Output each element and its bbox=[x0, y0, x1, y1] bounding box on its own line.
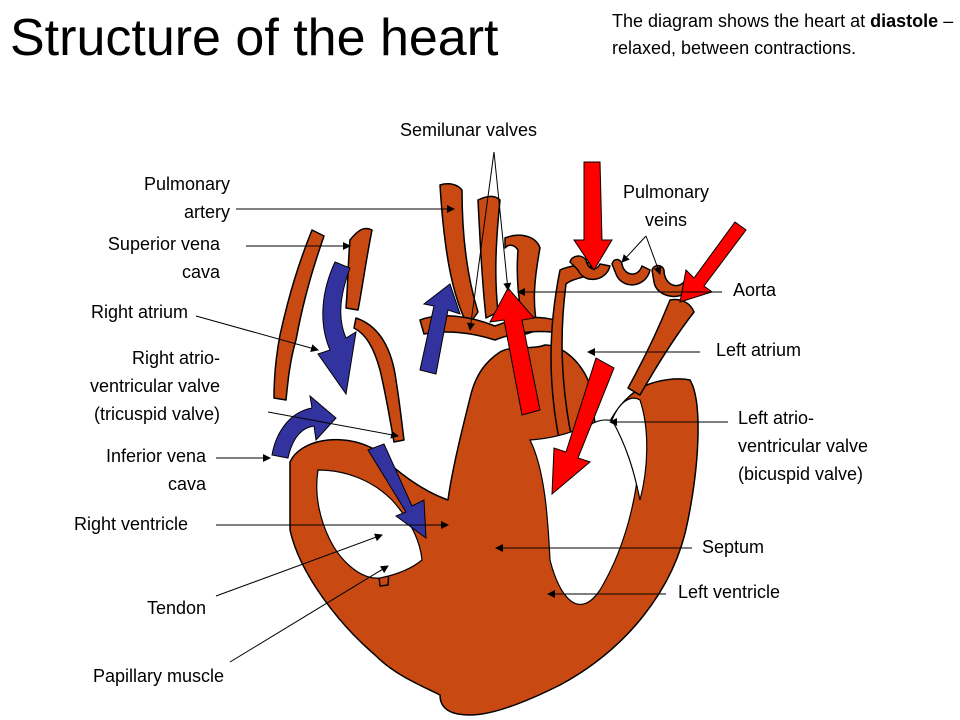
label-left-ventricle: Left ventricle bbox=[678, 582, 781, 602]
leader-lines bbox=[195, 151, 728, 663]
label-left-av-valve-line-2: ventricular valve bbox=[738, 436, 869, 456]
red-arrow-pulmonary-vein-left bbox=[573, 161, 613, 271]
diastole-note: The diagram shows the heart at diastole … bbox=[612, 8, 957, 62]
red-arrow-pulmonary-vein-right bbox=[679, 221, 747, 303]
label-inferior-vena-cava: Inferior vena cava bbox=[56, 442, 206, 498]
label-semilunar-valves: Semilunar valves bbox=[400, 120, 538, 140]
leader-right-av-valve bbox=[267, 411, 399, 439]
leader-tendon bbox=[215, 533, 383, 597]
label-inferior-vena-cava-line-1: Inferior vena bbox=[105, 446, 206, 466]
label-septum: Septum bbox=[702, 537, 765, 557]
label-aorta: Aorta bbox=[733, 280, 777, 300]
blue-arrow-right-ventricle bbox=[367, 443, 427, 540]
label-left-av-valve-line-3: (bicuspid valve) bbox=[738, 464, 864, 484]
label-left-av-valve: Left atrio- ventricular valve (bicuspid … bbox=[738, 404, 868, 488]
blue-arrow-pulmonary-outflow bbox=[419, 283, 461, 375]
label-right-atrium: Right atrium bbox=[90, 302, 188, 322]
pulmonary-vein-2 bbox=[611, 258, 651, 286]
label-pulmonary-veins-line-1: Pulmonary bbox=[622, 182, 710, 202]
pulmonary-vein-3 bbox=[651, 264, 691, 298]
vena-cava-wall bbox=[273, 229, 325, 401]
label-pulmonary-artery: Pulmonary artery bbox=[96, 170, 230, 226]
note-term: diastole bbox=[870, 11, 939, 31]
right-ventricle-cavity bbox=[316, 469, 423, 579]
leader-right-atrium bbox=[195, 315, 319, 352]
label-left-atrium: Left atrium bbox=[716, 340, 802, 360]
leader-semilunar-b bbox=[493, 151, 512, 291]
label-papillary-muscle: Papillary muscle bbox=[92, 666, 224, 686]
label-inferior-vena-cava-line-2: cava bbox=[167, 474, 206, 494]
label-right-av-valve-line-3: (tricuspid valve) bbox=[93, 404, 220, 424]
label-pulmonary-veins: Pulmonary veins bbox=[600, 178, 732, 234]
page-title: Structure of the heart bbox=[10, 9, 499, 67]
label-right-ventricle: Right ventricle bbox=[73, 514, 188, 534]
left-atrium-outer-wall bbox=[627, 298, 695, 396]
leader-papillary-muscle bbox=[229, 565, 389, 663]
right-atrium-wall bbox=[353, 317, 405, 443]
label-pulmonary-veins-line-2: veins bbox=[644, 210, 688, 230]
note-intro: The diagram shows the heart at bbox=[612, 11, 866, 31]
oxygenated-flow-arrows bbox=[489, 161, 747, 496]
label-right-av-valve-line-1: Right atrio- bbox=[131, 348, 220, 368]
label-right-av-valve: Right atrio- ventricular valve (tricuspi… bbox=[30, 344, 220, 428]
blue-arrow-tricuspid bbox=[271, 394, 337, 459]
label-pulmonary-artery-line-2: artery bbox=[183, 202, 230, 222]
deoxygenated-flow-arrows bbox=[271, 261, 461, 540]
red-arrow-aortic-outflow bbox=[489, 287, 541, 416]
label-tendon: Tendon bbox=[146, 598, 206, 618]
leader-pulmonary-veins-b bbox=[645, 235, 662, 275]
note-rest: – relaxed, between contractions. bbox=[612, 11, 954, 58]
red-arrow-bicuspid bbox=[551, 357, 615, 496]
label-pulmonary-artery-line-1: Pulmonary bbox=[143, 174, 230, 194]
leader-pulmonary-veins-a bbox=[621, 235, 647, 263]
aorta-wall bbox=[504, 234, 541, 335]
pulmonary-artery-wall-right bbox=[477, 195, 501, 319]
label-superior-vena-cava-line-1: Superior vena bbox=[107, 234, 220, 254]
label-left-av-valve-line-1: Left atrio- bbox=[738, 408, 815, 428]
leader-semilunar-a bbox=[466, 151, 495, 331]
pulmonary-artery-wall bbox=[439, 183, 479, 327]
label-superior-vena-cava-line-2: cava bbox=[181, 262, 220, 282]
blue-arrow-vena-cava bbox=[317, 261, 357, 396]
left-inner-cavity bbox=[611, 397, 648, 501]
label-right-av-valve-line-2: ventricular valve bbox=[89, 376, 220, 396]
label-superior-vena-cava: Superior vena cava bbox=[60, 230, 220, 286]
